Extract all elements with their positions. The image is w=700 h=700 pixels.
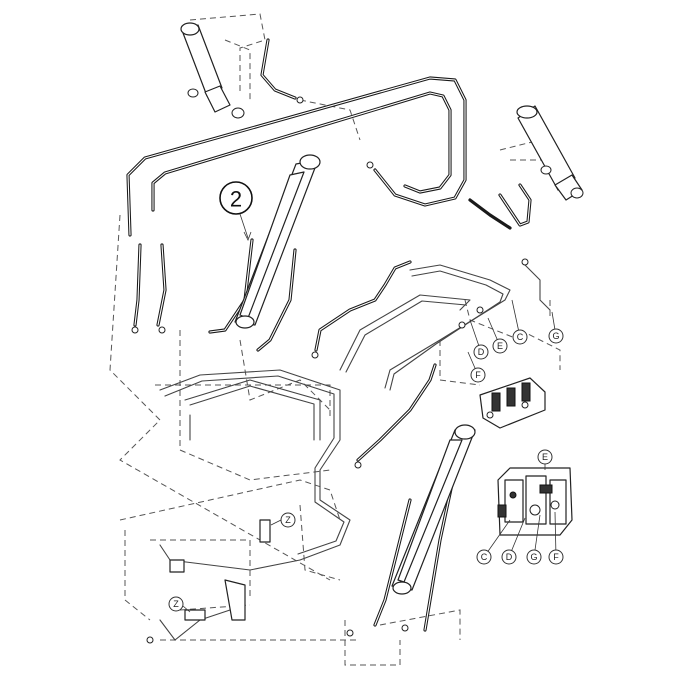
callout-g-valve: G bbox=[530, 552, 537, 562]
callout-d-upper: D bbox=[478, 347, 485, 357]
z-callouts: Z Z bbox=[168, 512, 296, 613]
callout-c-upper: C bbox=[517, 332, 524, 342]
callout-f-upper: F bbox=[475, 370, 481, 380]
callout-f-valve: F bbox=[553, 552, 559, 562]
callout-g-upper: G bbox=[552, 331, 559, 341]
callout-c-valve: C bbox=[481, 552, 488, 562]
rigid-tubes bbox=[159, 264, 551, 641]
callout-z-low: Z bbox=[173, 599, 179, 609]
callout-z-mid: Z bbox=[285, 515, 291, 525]
callout-e-upper: E bbox=[497, 341, 503, 351]
part-callout-2-label: 2 bbox=[230, 187, 242, 212]
hydraulic-cylinder-bottom bbox=[391, 424, 476, 595]
letter-callouts-valve: E C D G F bbox=[476, 449, 564, 565]
callout-d-valve: D bbox=[506, 552, 513, 562]
hydraulic-cylinder-2 bbox=[234, 154, 321, 329]
hydraulic-cylinder-top bbox=[180, 22, 245, 119]
callout-e-valve: E bbox=[542, 452, 548, 462]
control-valve-upper bbox=[479, 377, 546, 429]
hydraulic-cylinder-right-top bbox=[516, 105, 584, 201]
part-callout-2: 2 bbox=[219, 181, 253, 241]
bracket-and-fittings bbox=[131, 96, 529, 644]
control-valve-detail bbox=[497, 467, 573, 536]
hydraulic-hoses bbox=[126, 38, 532, 632]
letter-callouts-upper: D E C G F bbox=[467, 299, 564, 383]
